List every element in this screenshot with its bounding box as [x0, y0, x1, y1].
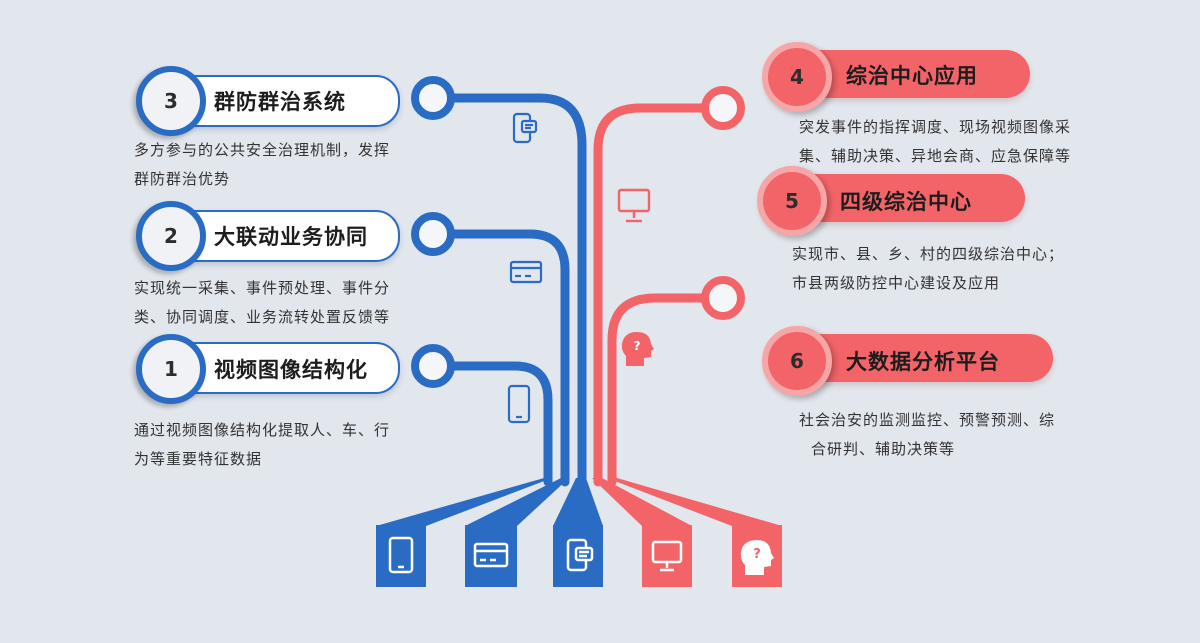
item-4-desc-line: 集、辅助决策、异地会商、应急保障等 — [799, 147, 1072, 165]
svg-text:?: ? — [634, 339, 641, 353]
item-3-title: 群防群治系统 — [214, 90, 346, 114]
red-connectors — [593, 103, 723, 487]
end-circle-4 — [701, 86, 745, 130]
item-6-title: 大数据分析平台 — [846, 350, 1000, 374]
red-end-circles — [701, 86, 745, 320]
item-1-description: 通过视频图像结构化提取人、车、行 为等重要特征数据 — [134, 416, 390, 474]
svg-text:?: ? — [753, 547, 761, 562]
item-4-number-badge: 4 — [762, 42, 832, 112]
card-icon — [509, 260, 543, 284]
phone-icon — [388, 536, 414, 574]
item-2-description: 实现统一采集、事件预处理、事件分 类、协同调度、业务流转处置反馈等 — [134, 274, 390, 332]
end-circle-1 — [411, 344, 455, 388]
item-4-desc-line: 突发事件的指挥调度、现场视频图像采 — [799, 118, 1072, 136]
fan-band-1 — [376, 478, 552, 526]
card-icon — [473, 542, 509, 568]
connector-line-4 — [593, 103, 715, 487]
item-3-description: 多方参与的公共安全治理机制，发挥 群防群治优势 — [134, 136, 390, 194]
item-1-desc-line: 为等重要特征数据 — [134, 450, 263, 468]
item-3-desc-line: 多方参与的公共安全治理机制，发挥 — [134, 141, 391, 159]
connector-line-2 — [445, 229, 570, 487]
item-6-number-badge: 6 — [762, 326, 832, 396]
item-1-desc-line: 通过视频图像结构化提取人、车、行 — [134, 421, 391, 439]
fan-band-2 — [465, 478, 569, 526]
item-3-desc-line: 群防群治优势 — [134, 170, 231, 188]
item-1-title: 视频图像结构化 — [214, 358, 368, 382]
fan-bands — [376, 478, 782, 526]
item-3-number-badge: 3 — [136, 66, 206, 136]
item-1-number-badge: 1 — [136, 334, 206, 404]
monitor-icon — [617, 188, 651, 223]
connector-line-5 — [607, 293, 723, 487]
tile-card — [465, 525, 517, 587]
item-5-number-badge: 5 — [757, 166, 827, 236]
tile-monitor — [642, 525, 692, 587]
item-2-desc-line: 类、协同调度、业务流转处置反馈等 — [134, 308, 391, 326]
item-5-title: 四级综治中心 — [840, 190, 972, 214]
item-2-title: 大联动业务协同 — [214, 225, 368, 249]
item-2-desc-line: 实现统一采集、事件预处理、事件分 — [134, 279, 391, 297]
item-4-description: 突发事件的指挥调度、现场视频图像采 集、辅助决策、异地会商、应急保障等 — [799, 113, 1071, 171]
phone-icon — [507, 384, 531, 424]
item-4-title: 综治中心应用 — [846, 64, 978, 88]
chat-phone-icon — [512, 112, 538, 144]
fan-band-3 — [553, 478, 603, 526]
connector-line-1 — [445, 361, 553, 487]
end-circle-3 — [411, 76, 455, 120]
item-5-description: 实现市、县、乡、村的四级综治中心； 市县两级防控中心建设及应用 — [792, 240, 1064, 298]
item-6-desc-line: 合研判、辅助决策等 — [811, 440, 956, 458]
blue-end-circles — [411, 76, 455, 388]
item-6-description: 社会治安的监测监控、预警预测、综 合研判、辅助决策等 — [799, 406, 1055, 464]
item-6-desc-line: 社会治安的监测监控、预警预测、综 — [799, 411, 1056, 429]
end-circle-5 — [701, 276, 745, 320]
head-question-icon: ? — [740, 540, 774, 575]
blue-connectors — [445, 93, 587, 487]
monitor-icon — [651, 540, 683, 572]
connector-line-3 — [445, 93, 587, 487]
item-5-desc-line: 实现市、县、乡、村的四级综治中心； — [792, 245, 1065, 263]
fan-band-4 — [592, 478, 692, 526]
item-5-desc-line: 市县两级防控中心建设及应用 — [792, 274, 1001, 292]
end-circle-2 — [411, 212, 455, 256]
tile-phone — [376, 525, 426, 587]
chat-phone-icon — [566, 538, 594, 572]
item-2-number-badge: 2 — [136, 201, 206, 271]
item-6-pill — [790, 334, 1053, 382]
head-question-icon: ? — [621, 332, 654, 366]
fan-band-5 — [607, 478, 782, 526]
